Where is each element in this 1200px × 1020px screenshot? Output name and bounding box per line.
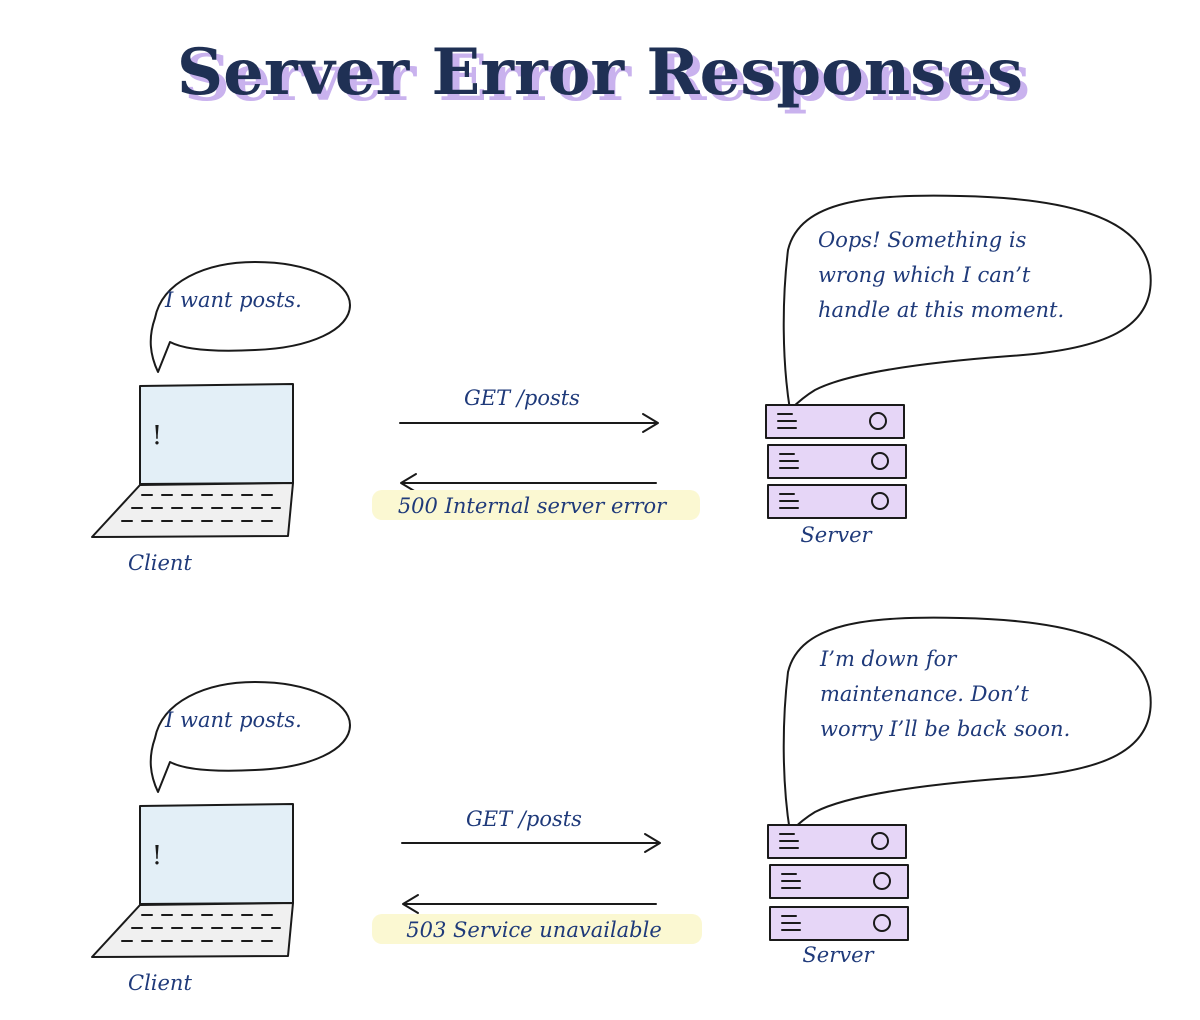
response-highlight [372,914,702,944]
client-speech-text: I want posts. [164,708,302,732]
client-label: Client [128,971,192,995]
response-status-label: 503 Service unavailable [406,918,662,942]
server-label: Server [800,523,873,547]
server-speech-line-3: handle at this moment. [818,298,1064,322]
response-status-label: 500 Internal server error [398,494,668,518]
server-label: Server [802,943,875,967]
client-speech-bubble [149,681,351,793]
server-speech-bubble [782,194,1152,411]
response-arrow [400,473,657,493]
client-label: Client [128,551,192,575]
server-speech-line-1: Oops! Something is [818,228,1027,252]
client-speech-text: I want posts. [164,288,302,312]
server-stack-icon [765,404,907,519]
screen-exclamation: ! [152,841,162,871]
request-arrow [401,833,661,853]
server-speech-line-2: maintenance. Don’t [820,682,1029,706]
scenario-500: I want posts. ! Client GET /posts 500 In… [91,194,1152,575]
server-stack-icon [767,824,909,941]
laptop-icon [91,383,294,538]
response-highlight [372,490,700,520]
request-label: GET /posts [464,386,580,410]
title: Server Error Responses Server Error Resp… [177,35,1030,116]
request-label: GET /posts [466,807,582,831]
request-arrow [399,413,659,433]
server-speech-line-1: I’m down for [819,647,958,671]
response-arrow [402,894,657,914]
screen-exclamation: ! [152,421,162,451]
server-speech-bubble [782,616,1152,833]
laptop-icon [91,803,294,958]
server-speech-line-2: wrong which I can’t [818,263,1031,287]
server-speech-line-3: worry I’ll be back soon. [820,717,1070,741]
title-shadow: Server Error Responses [184,41,1030,116]
client-speech-bubble [149,261,351,373]
page-title: Server Error Responses [177,35,1023,110]
scenario-503: I want posts. ! Client GET /posts 503 Se… [91,616,1152,995]
